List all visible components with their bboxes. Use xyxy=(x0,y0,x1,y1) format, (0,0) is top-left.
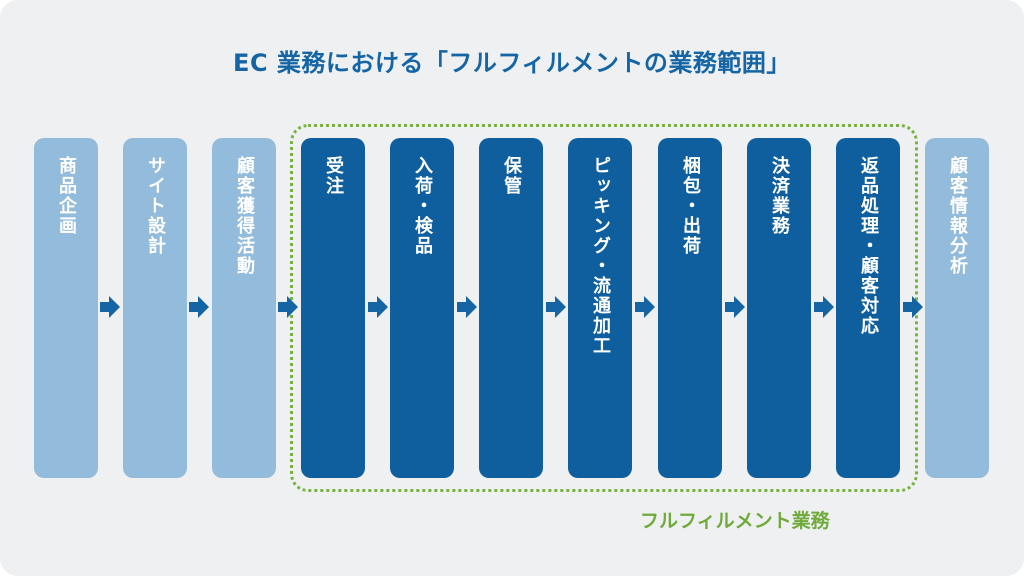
flow-arrow-icon xyxy=(457,296,477,318)
flow-arrow-icon xyxy=(546,296,566,318)
step-label: 顧客情報分析 xyxy=(947,156,968,276)
step-label: 保管 xyxy=(501,156,522,196)
step-label: 入荷・検品 xyxy=(412,156,433,256)
step-receiving-inspection: 入荷・検品 xyxy=(390,138,454,478)
step-picking-processing: ピッキング・流通加工 xyxy=(568,138,632,478)
step-customer-acquisition: 顧客獲得活動 xyxy=(212,138,276,478)
step-label: サイト設計 xyxy=(145,156,166,256)
step-label: 決済業務 xyxy=(769,156,790,236)
step-customer-analysis: 顧客情報分析 xyxy=(925,138,989,478)
flow-arrow-icon xyxy=(725,296,745,318)
flow-arrow-icon xyxy=(814,296,834,318)
step-order-receiving: 受注 xyxy=(301,138,365,478)
diagram-title: EC 業務における「フルフィルメントの業務範囲」 xyxy=(233,49,791,77)
step-returns-support: 返品処理・顧客対応 xyxy=(836,138,900,478)
flow-arrow-icon xyxy=(635,296,655,318)
step-label: 顧客獲得活動 xyxy=(234,156,255,276)
flow-arrow-icon xyxy=(189,296,209,318)
flow-arrow-icon xyxy=(278,296,298,318)
step-label: 商品企画 xyxy=(56,156,77,236)
step-product-planning: 商品企画 xyxy=(34,138,98,478)
step-site-design: サイト設計 xyxy=(123,138,187,478)
flow-arrow-icon xyxy=(903,296,923,318)
step-label: 受注 xyxy=(323,156,344,196)
step-label: 梱包・出荷 xyxy=(680,156,701,256)
step-packing-shipping: 梱包・出荷 xyxy=(658,138,722,478)
flow-arrow-icon xyxy=(368,296,388,318)
step-label: ピッキング・流通加工 xyxy=(590,156,611,356)
flow-arrow-icon xyxy=(100,296,120,318)
fulfillment-scope-label: フルフィルメント業務 xyxy=(640,510,830,532)
step-payment: 決済業務 xyxy=(747,138,811,478)
step-label: 返品処理・顧客対応 xyxy=(858,156,879,336)
step-storage: 保管 xyxy=(479,138,543,478)
